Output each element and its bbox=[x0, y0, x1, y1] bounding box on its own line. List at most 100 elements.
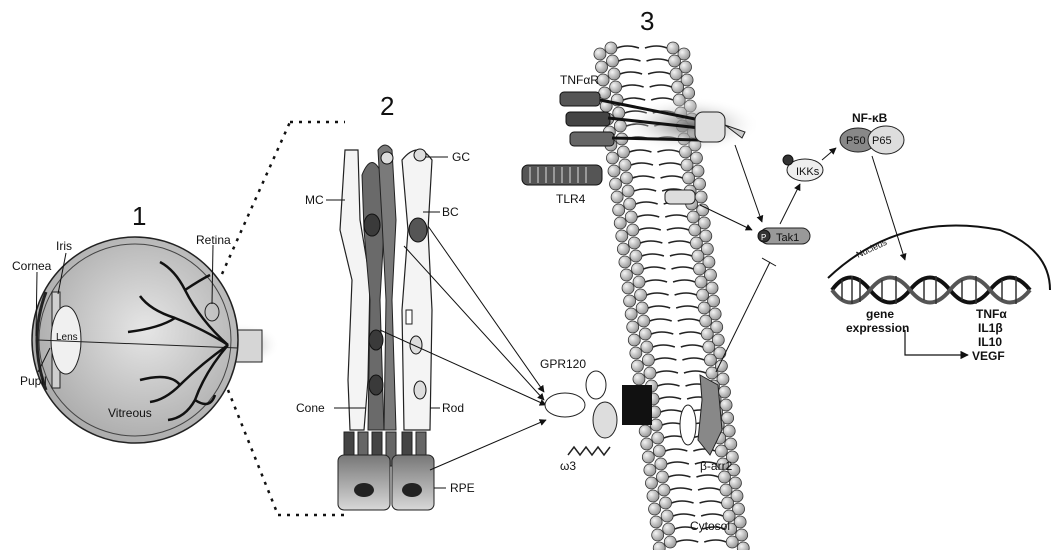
lipid-head bbox=[726, 536, 738, 548]
lipid-head bbox=[642, 451, 654, 463]
lipid-tail bbox=[620, 72, 642, 74]
lipid-head bbox=[687, 211, 699, 223]
lipid-head bbox=[616, 230, 628, 242]
lipid-head bbox=[672, 81, 684, 93]
lipid-tail bbox=[617, 46, 639, 48]
lipid-tail bbox=[636, 202, 658, 204]
lipid-head bbox=[703, 341, 715, 353]
rod-column bbox=[402, 149, 432, 430]
omega3-label: ω3 bbox=[560, 459, 576, 473]
lipid-head bbox=[683, 172, 695, 184]
lipid-tail bbox=[700, 501, 722, 503]
lipid-tail bbox=[665, 215, 687, 217]
lipid-tail bbox=[642, 254, 664, 256]
zoom-lines bbox=[222, 122, 345, 515]
lipid-head bbox=[631, 360, 643, 372]
lipid-tail bbox=[675, 293, 697, 295]
lipid-head bbox=[649, 503, 661, 515]
lipid-head bbox=[606, 152, 618, 164]
lipid-head bbox=[704, 354, 716, 366]
ikks-phospho bbox=[783, 155, 793, 165]
lipid-head bbox=[656, 471, 668, 483]
lipid-tail bbox=[639, 228, 661, 230]
lipid-tail bbox=[668, 475, 690, 477]
retina-label: Retina bbox=[196, 233, 231, 247]
lipid-head bbox=[720, 484, 732, 496]
lipid-tail bbox=[648, 72, 670, 74]
beta-arrestin-2 bbox=[680, 375, 722, 455]
lipid-head bbox=[635, 289, 647, 301]
lipid-tail bbox=[645, 46, 667, 48]
gc-label: GC bbox=[452, 150, 470, 164]
lipid-head bbox=[622, 282, 634, 294]
tak1-label: Tak1 bbox=[776, 232, 799, 244]
lipid-tail bbox=[667, 462, 689, 464]
lipid-tail bbox=[684, 371, 706, 373]
lipid-head bbox=[681, 159, 693, 171]
lipid-head bbox=[658, 484, 670, 496]
rpe-cells bbox=[338, 455, 434, 510]
lipid-head bbox=[653, 445, 665, 457]
cornea-label: Cornea bbox=[12, 259, 52, 273]
lipid-head bbox=[653, 542, 665, 550]
lipid-tail bbox=[681, 345, 703, 347]
bc-label: BC bbox=[442, 205, 459, 219]
lipid-tail bbox=[704, 540, 726, 542]
lipid-tail bbox=[643, 267, 665, 269]
tak1-p-label: P bbox=[761, 233, 766, 242]
lipid-tail bbox=[651, 332, 673, 334]
lipid-head bbox=[614, 217, 626, 229]
lipid-head bbox=[624, 198, 636, 210]
panel-number-3: 3 bbox=[640, 6, 654, 36]
lipid-tail bbox=[659, 397, 681, 399]
lipid-head bbox=[652, 529, 664, 541]
ikks-label: IKKs bbox=[796, 166, 820, 178]
lipid-tail bbox=[656, 371, 678, 373]
lipid-head bbox=[639, 328, 651, 340]
lipid-head bbox=[613, 204, 625, 216]
lipid-tail bbox=[665, 449, 687, 451]
lipid-head bbox=[610, 81, 622, 93]
lipid-tail bbox=[670, 488, 692, 490]
lipid-head bbox=[693, 263, 705, 275]
lipid-head bbox=[621, 172, 633, 184]
eye-panel: 1 Iris Retina Cornea Lens Pupil Vitreous bbox=[12, 201, 280, 443]
lipid-head bbox=[650, 516, 662, 528]
mc-label: MC bbox=[305, 193, 324, 207]
lipid-head bbox=[667, 42, 679, 54]
lipid-head bbox=[628, 237, 640, 249]
lipid-head bbox=[644, 367, 656, 379]
product-vegf: VEGF bbox=[972, 349, 1005, 363]
lipid-head bbox=[698, 302, 710, 314]
lipid-head bbox=[610, 178, 622, 190]
retina-panel: 2 bbox=[296, 91, 475, 510]
lipid-head bbox=[596, 61, 608, 73]
lipid-head bbox=[619, 256, 631, 268]
lipid-head bbox=[641, 341, 653, 353]
lipid-tail bbox=[673, 280, 695, 282]
lipid-head bbox=[627, 224, 639, 236]
lipid-tail bbox=[647, 59, 669, 61]
lipid-tail bbox=[648, 306, 670, 308]
lipid-head bbox=[652, 432, 664, 444]
tnf-receptor bbox=[560, 92, 760, 153]
lipid-head bbox=[670, 68, 682, 80]
lipid-tail bbox=[676, 306, 698, 308]
lipid-head bbox=[642, 354, 654, 366]
lipid-head bbox=[624, 295, 636, 307]
lipid-head bbox=[655, 458, 667, 470]
lipid-tail bbox=[701, 514, 723, 516]
lipid-head bbox=[737, 542, 749, 550]
lipid-tail bbox=[679, 332, 701, 334]
lipid-head bbox=[663, 523, 675, 535]
lipid-tail bbox=[670, 254, 692, 256]
omega3-chain bbox=[568, 447, 610, 455]
lipid-head bbox=[700, 315, 712, 327]
panel-number-2: 2 bbox=[380, 91, 394, 121]
lipid-tail bbox=[673, 514, 695, 516]
lipid-head bbox=[645, 477, 657, 489]
lipid-tail bbox=[634, 189, 656, 191]
lipid-tail bbox=[640, 241, 662, 243]
cone-label: Cone bbox=[296, 401, 325, 415]
lipid-tail bbox=[678, 319, 700, 321]
